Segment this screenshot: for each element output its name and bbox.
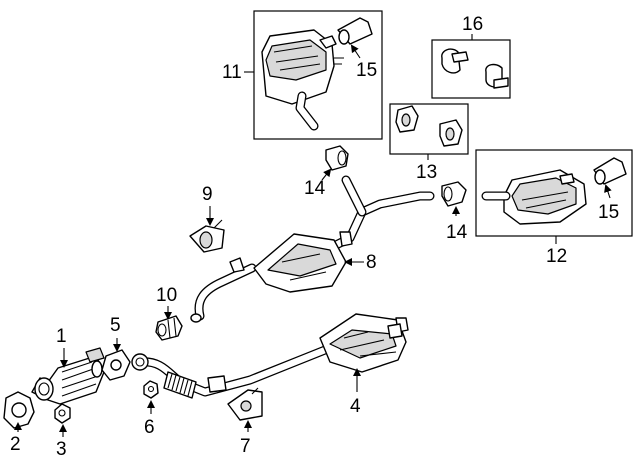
intermediate-pipe-and-muffler [131,313,409,399]
callout-10: 10 [156,285,177,306]
center-resonator-pipe [190,175,435,323]
nut-small [143,380,159,399]
callout-13: 13 [416,162,437,183]
pipe-clamp [155,315,183,341]
callout-14-lower: 14 [446,222,468,243]
callout-2: 2 [10,434,21,455]
callout-9: 9 [202,184,213,205]
clamp-upper [325,145,349,171]
nut [54,403,71,424]
callout-3: 3 [56,439,67,460]
detail-box-13 [389,103,469,155]
callout-4: 4 [350,396,361,417]
callout-11: 11 [222,62,242,83]
hanger [189,219,225,253]
callout-15-left-leader [350,44,361,59]
callout-15-left: 15 [356,60,377,81]
callout-12: 12 [546,246,567,267]
callout-14-upper: 14 [304,178,326,199]
callout-15-right-leader [604,184,612,199]
callout-5: 5 [110,315,121,336]
callout-15-right: 15 [598,202,619,223]
exhaust-tip-right [593,157,627,185]
detail-box-12 [475,149,633,237]
callout-8: 8 [366,252,377,273]
clamp-pair [441,48,509,89]
exhaust-tip-left [337,17,373,45]
callout-16: 16 [462,14,483,35]
callout-7: 7 [240,436,251,457]
catalytic-converter [31,347,105,405]
hanger-pair [395,105,463,147]
callout-6: 6 [144,417,155,438]
detail-box-16 [431,39,511,99]
pipe-gasket [101,349,131,381]
callout-1: 1 [56,326,67,347]
flange-gasket [3,391,35,429]
clamp-lower [441,181,467,207]
hanger-bracket [227,387,263,421]
callout-14-upper-leader [321,168,332,181]
detail-box-11 [253,10,383,140]
rear-muffler-left [261,29,344,131]
rear-muffler-right [481,169,587,225]
